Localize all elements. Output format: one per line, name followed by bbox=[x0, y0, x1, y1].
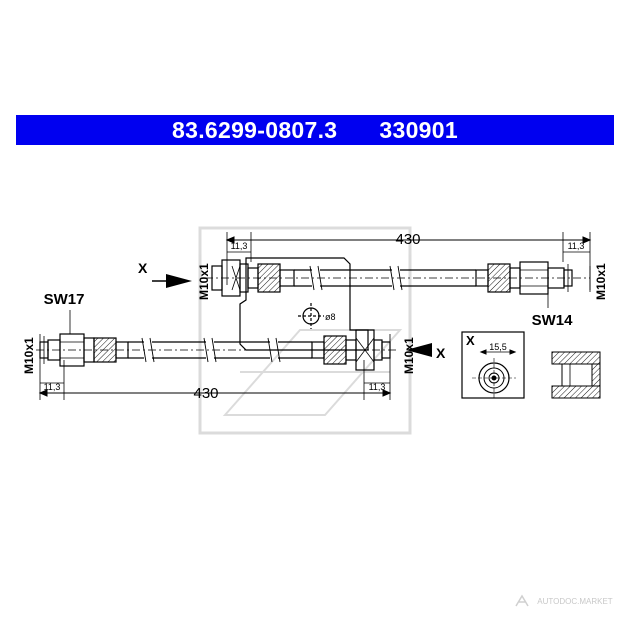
lower-view-marker: X bbox=[436, 345, 446, 361]
reference-number: 330901 bbox=[379, 116, 458, 143]
part-number: 83.6299-0807.3 bbox=[172, 116, 338, 143]
upper-hose bbox=[205, 232, 592, 308]
detail-view-x bbox=[461, 331, 525, 399]
bracket-hole-diameter: ø8 bbox=[325, 312, 336, 322]
ate-logo-watermark bbox=[198, 226, 412, 435]
upper-right-thread: M10x1 bbox=[594, 263, 608, 300]
section-detail bbox=[551, 351, 601, 399]
detail-view-marker: X bbox=[466, 333, 475, 348]
autodoc-logo-icon bbox=[515, 594, 529, 607]
lower-view-arrow bbox=[406, 343, 432, 357]
header-bar: 83.6299-0807.3 330901 bbox=[16, 115, 614, 145]
upper-left-offset: 11,3 bbox=[231, 241, 248, 251]
upper-left-thread: M10x1 bbox=[197, 263, 211, 300]
upper-length-dimension: 430 bbox=[395, 231, 420, 248]
upper-view-arrow bbox=[166, 274, 192, 288]
upper-wrench-size: SW14 bbox=[532, 312, 574, 329]
autodoc-watermark: AUTODOC.MARKET bbox=[537, 597, 613, 606]
lower-wrench-size: SW17 bbox=[44, 291, 85, 308]
lower-left-thread: M10x1 bbox=[22, 337, 36, 374]
upper-right-offset: 11,3 bbox=[568, 241, 585, 251]
lower-hose bbox=[36, 310, 396, 400]
lower-right-offset: 11,3 bbox=[369, 382, 386, 392]
lower-length-dimension: 430 bbox=[193, 385, 218, 402]
lower-left-offset: 11,3 bbox=[44, 382, 61, 392]
lower-right-thread: M10x1 bbox=[402, 337, 416, 374]
upper-view-marker: X bbox=[138, 260, 148, 276]
detail-view-diameter: 15,5 bbox=[489, 342, 507, 352]
